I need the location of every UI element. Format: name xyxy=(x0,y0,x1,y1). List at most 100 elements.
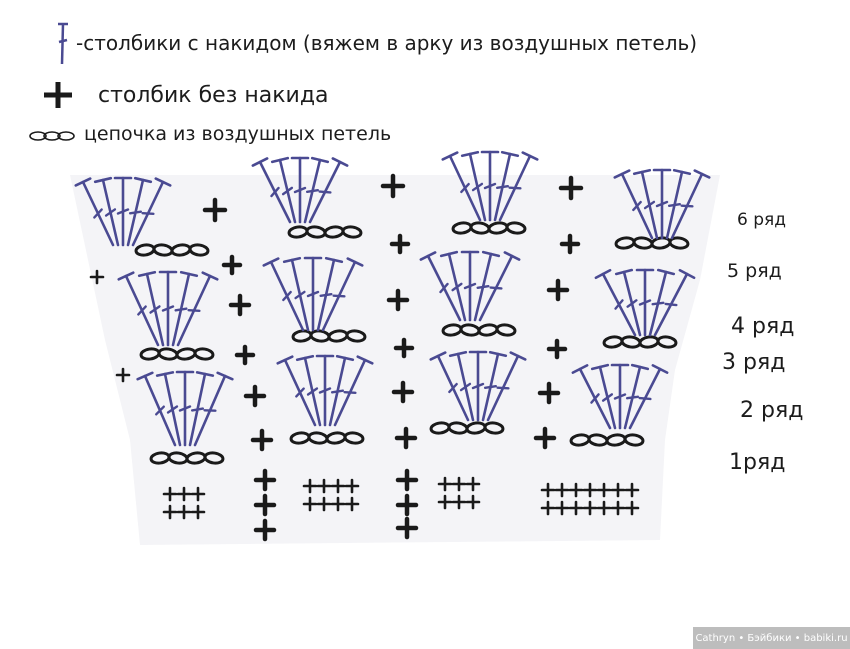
double-crochet-stitch xyxy=(460,150,487,222)
double-crochet-stitch xyxy=(262,257,305,332)
row3-sc xyxy=(115,367,131,383)
double-crochet-stitch xyxy=(670,169,711,240)
row1-sc-block xyxy=(582,482,598,498)
row6-chain xyxy=(451,221,527,235)
double-crochet-stitch xyxy=(270,156,297,224)
row1-sc-block xyxy=(437,494,453,510)
row1-sc-block xyxy=(568,500,584,516)
double-crochet-stitch xyxy=(328,354,355,427)
single-crochet-icon xyxy=(44,82,72,108)
row5-sc xyxy=(546,278,570,302)
double-crochet-stitch xyxy=(155,371,182,447)
double-crochet-stitch xyxy=(448,350,475,422)
row1-sc-block xyxy=(437,476,453,492)
row1-sc xyxy=(395,468,419,492)
double-crochet-stitch xyxy=(498,151,539,222)
row1-sc-block xyxy=(302,478,318,494)
row6-chain xyxy=(614,236,690,250)
double-crochet-stitch xyxy=(188,371,215,447)
row1-sc-block xyxy=(344,496,360,512)
row1-sc-block xyxy=(610,482,626,498)
row5-sc xyxy=(386,288,410,312)
row1-sc-block xyxy=(302,496,318,512)
double-crochet-stitch xyxy=(665,168,692,240)
row-label-5: 5 ряд xyxy=(727,260,782,282)
row-label-4: 4 ряд xyxy=(731,314,795,339)
double-crochet-stitch xyxy=(473,250,501,322)
double-crochet-stitch xyxy=(468,350,488,422)
row2-chain xyxy=(569,433,645,447)
row6-sc xyxy=(202,197,228,223)
row1-sc-block xyxy=(330,478,346,494)
double-crochet-icon xyxy=(58,22,68,65)
row1-sc xyxy=(253,493,277,517)
double-crochet-stitch xyxy=(623,363,650,430)
double-crochet-stitch xyxy=(316,256,344,332)
double-crochet-stitch xyxy=(613,169,654,240)
row4-chain xyxy=(441,323,517,337)
row1-sc-block xyxy=(554,500,570,516)
row-label-3: 3 ряд xyxy=(722,350,786,375)
double-crochet-stitch xyxy=(635,268,655,337)
row1-sc-block xyxy=(624,500,640,516)
double-crochet-stitch xyxy=(441,151,482,222)
row1-sc-block xyxy=(316,478,332,494)
double-crochet-stitch xyxy=(126,176,153,247)
double-crochet-stitch xyxy=(610,363,630,430)
double-crochet-stitch xyxy=(282,256,310,332)
double-crochet-stitch xyxy=(193,371,234,447)
double-crochet-stitch xyxy=(493,150,520,222)
row1-sc-block xyxy=(451,494,467,510)
double-crochet-stitch xyxy=(276,355,317,427)
row5-sc xyxy=(89,269,105,285)
row4-chain xyxy=(139,347,215,361)
double-crochet-stitch xyxy=(175,370,195,447)
row1-sc-block xyxy=(568,482,584,498)
double-crochet-stitch xyxy=(117,271,160,347)
legend-label: -столбики с накидом (вяжем в арку из воз… xyxy=(76,31,698,55)
row1-sc-block xyxy=(610,500,626,516)
double-crochet-stitch xyxy=(308,157,349,224)
double-crochet-stitch xyxy=(303,156,330,224)
double-crochet-stitch xyxy=(590,363,617,430)
row6-sc xyxy=(558,175,584,201)
legend-label: цепочка из воздушных петель xyxy=(84,123,392,145)
double-crochet-stitch xyxy=(333,355,374,427)
double-crochet-stitch xyxy=(137,270,165,347)
row1-sc-block xyxy=(344,478,360,494)
double-crochet-stitch xyxy=(478,251,521,322)
row1-sc-block xyxy=(596,482,612,498)
row1-sc xyxy=(395,493,419,517)
legend-item-single-crochet: столбик без накида xyxy=(40,80,329,110)
row1-sc-block xyxy=(176,486,192,502)
row1-sc xyxy=(253,468,277,492)
row4-sc xyxy=(546,338,568,360)
double-crochet-stitch xyxy=(303,256,323,332)
row1-sc-block xyxy=(162,486,178,502)
row1-sc-block xyxy=(624,482,640,498)
row4-chain xyxy=(602,335,678,349)
row1-sc-block xyxy=(540,482,556,498)
row2-sc xyxy=(533,426,557,450)
double-crochet-stitch xyxy=(315,354,335,427)
double-crochet-stitch xyxy=(251,157,292,224)
row1-sc xyxy=(253,518,277,542)
row3-sc xyxy=(391,380,415,404)
double-crochet-stitch xyxy=(290,156,310,224)
row1-sc-block xyxy=(540,500,556,516)
double-crochet-stitch xyxy=(460,250,480,322)
double-crochet-stitch xyxy=(481,350,508,422)
double-crochet-stitch xyxy=(628,364,669,430)
row-label-2: 2 ряд xyxy=(740,398,804,423)
double-crochet-stitch xyxy=(74,177,115,247)
row1-sc-block xyxy=(162,504,178,520)
double-crochet-stitch xyxy=(439,250,467,322)
double-crochet-stitch xyxy=(295,354,322,427)
row6-sc xyxy=(389,233,411,255)
double-crochet-stitch xyxy=(158,270,178,347)
chain-icon xyxy=(29,131,75,141)
double-crochet-stitch xyxy=(419,251,462,322)
row1-sc-block xyxy=(190,504,206,520)
double-crochet-stitch xyxy=(594,268,637,337)
double-crochet-stitch xyxy=(136,371,177,447)
